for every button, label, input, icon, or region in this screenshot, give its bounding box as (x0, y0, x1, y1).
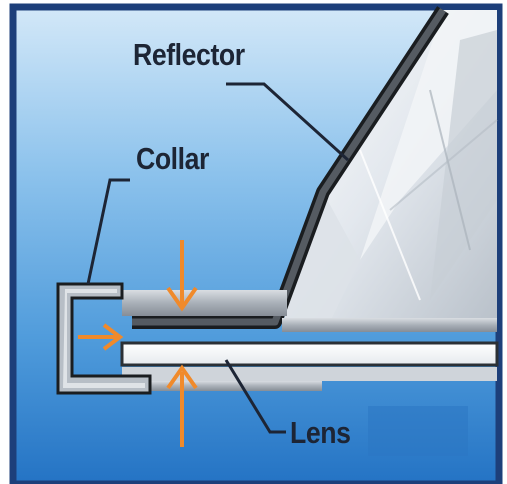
collar-label: Collar (136, 141, 209, 176)
reflector-body (283, 10, 498, 322)
arrow-down-icon (166, 240, 198, 312)
lower-housing-bar (122, 381, 322, 391)
upper-housing-bar (122, 290, 287, 316)
lens-label: Lens (290, 415, 351, 450)
arrow-up-icon (166, 364, 198, 447)
collar-leader-line (86, 178, 130, 285)
reflector-leader-line (226, 82, 350, 162)
collar (56, 282, 152, 395)
reflector-base-bar (282, 318, 497, 332)
shadow-patch (368, 406, 468, 456)
frame-border (9, 3, 503, 484)
arrow-right-icon (78, 323, 124, 351)
lens-lower-shade (122, 367, 497, 381)
reflector-label: Reflector (133, 37, 245, 72)
lens-element (120, 341, 499, 367)
lens-leader-line (224, 359, 286, 434)
